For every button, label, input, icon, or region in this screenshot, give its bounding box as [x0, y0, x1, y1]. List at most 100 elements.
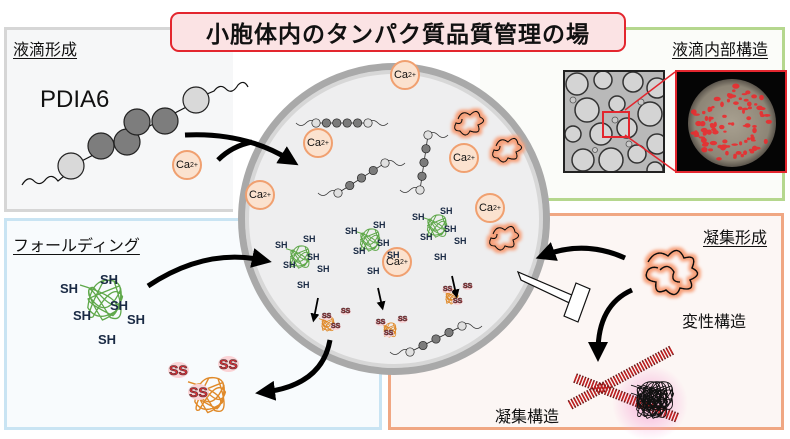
fluorescent-spot — [752, 125, 757, 128]
fluorescent-spot — [709, 122, 715, 127]
fluorescent-spot — [743, 98, 749, 102]
fluorescent-spot — [737, 106, 743, 110]
arrow-calcium-entry — [216, 139, 253, 162]
arrow-aggregation — [588, 287, 634, 362]
droplet-formation-panel — [4, 27, 233, 212]
thiol-label: SH — [110, 298, 129, 313]
thiol-label: SH — [412, 212, 425, 222]
fluorescent-spot — [739, 141, 743, 146]
fluorescent-spot — [695, 120, 702, 127]
thiol-label: SH — [307, 252, 320, 262]
disulfide-label: SS — [321, 313, 333, 320]
fluorescent-spot — [745, 90, 751, 95]
thiol-label: SH — [454, 236, 467, 246]
fluorescent-spot — [723, 130, 727, 133]
pdia6-chain — [389, 321, 483, 357]
disulfide-label: SS — [218, 356, 239, 372]
disulfide-label: SS — [330, 323, 342, 330]
fluorescent-spot — [713, 96, 721, 102]
thiol-label: SH — [303, 234, 316, 244]
pdia6-small-chains — [295, 118, 483, 357]
thiol-label: SH — [377, 238, 390, 248]
disulfide-label: SS — [188, 384, 209, 400]
fluorescent-spot — [707, 106, 711, 113]
droplet-interior-label: 液滴内部構造 — [672, 40, 769, 59]
protein-chain — [636, 381, 669, 411]
arrow-folding-entry — [146, 248, 272, 289]
thiol-label: SH — [275, 240, 288, 250]
fluorescent-spot — [744, 139, 748, 143]
aggregation-label: 凝集形成 — [703, 228, 768, 247]
denatured-proteins-in-droplet — [454, 110, 523, 251]
fold-arrow-2 — [376, 287, 386, 311]
disulfide-label: SS — [442, 286, 454, 293]
protein-chain — [355, 228, 381, 252]
zoom-region-box — [602, 111, 630, 138]
fluorescent-spot — [709, 140, 718, 146]
folded-proteins — [187, 289, 459, 414]
fluorescent-spot — [709, 116, 714, 120]
fluorescent-spot — [746, 116, 752, 121]
fluorescent-spot — [747, 106, 752, 110]
fluorescent-spot — [740, 153, 744, 158]
fluorescent-spot — [712, 129, 719, 135]
fluorescent-spot — [707, 148, 714, 152]
fluorescent-spot — [722, 114, 727, 118]
fluorescent-spot — [756, 105, 763, 111]
fluorescent-spot — [746, 137, 751, 141]
disulfide-label: SS — [375, 319, 387, 326]
fluorescent-spot — [742, 108, 746, 114]
arrow-denatured-entry — [535, 242, 627, 261]
thiol-label: SH — [73, 308, 92, 323]
inhibition-symbol — [516, 270, 591, 323]
denatured-protein-large — [645, 249, 699, 296]
fluorescent-spot — [700, 137, 707, 144]
fluorescent-spot — [732, 89, 736, 93]
fluorescent-spot — [732, 83, 740, 89]
fluorescent-spot — [716, 157, 722, 161]
fluorescent-spot — [742, 124, 750, 127]
fluorescent-spot — [698, 136, 705, 139]
disulfide-label: SS — [340, 308, 352, 315]
fluorescent-spot — [711, 105, 715, 109]
aggregate-structure-label: 凝集構造 — [495, 407, 560, 426]
thiol-label: SH — [367, 266, 380, 276]
fluorescent-spot — [702, 130, 706, 136]
fluorescent-spot — [706, 129, 712, 135]
protein-chain — [285, 245, 311, 269]
folding-label: フォールディング — [13, 236, 140, 255]
thiol-label: SH — [127, 312, 146, 327]
denatured-structure-label: 変性構造 — [682, 312, 747, 331]
arrow-droplet-entry — [184, 132, 299, 166]
pdia6-molecule — [21, 81, 249, 186]
denatured-protein — [492, 137, 523, 163]
thiol-label: SH — [345, 226, 358, 236]
fluorescent-spot — [746, 101, 752, 107]
fluorescent-spot — [750, 135, 755, 141]
fluorescent-spot — [700, 120, 706, 127]
thiol-label: SH — [420, 232, 433, 242]
fluorescent-spot — [733, 155, 737, 159]
fluorescent-spot — [735, 151, 742, 155]
protein-chain — [422, 214, 448, 238]
thiol-label: SH — [297, 280, 310, 290]
amorphous-aggregate — [630, 381, 675, 419]
disulfide-label: SS — [452, 298, 464, 305]
thiol-label: SH — [283, 260, 296, 270]
droplet-formation-label: 液滴形成 — [13, 40, 78, 59]
disulfide-label: SS — [397, 316, 409, 323]
fluorescent-spot — [743, 150, 748, 156]
fluorescent-spot — [701, 110, 706, 115]
fluorescent-spot — [690, 109, 697, 115]
thiol-label: SH — [434, 252, 447, 262]
fluorescent-spot — [701, 142, 709, 147]
fluorescent-spot — [754, 103, 758, 106]
disulfide-label: SS — [168, 362, 189, 378]
fluorescent-spot — [759, 94, 764, 101]
fluorescent-spot — [741, 93, 748, 96]
